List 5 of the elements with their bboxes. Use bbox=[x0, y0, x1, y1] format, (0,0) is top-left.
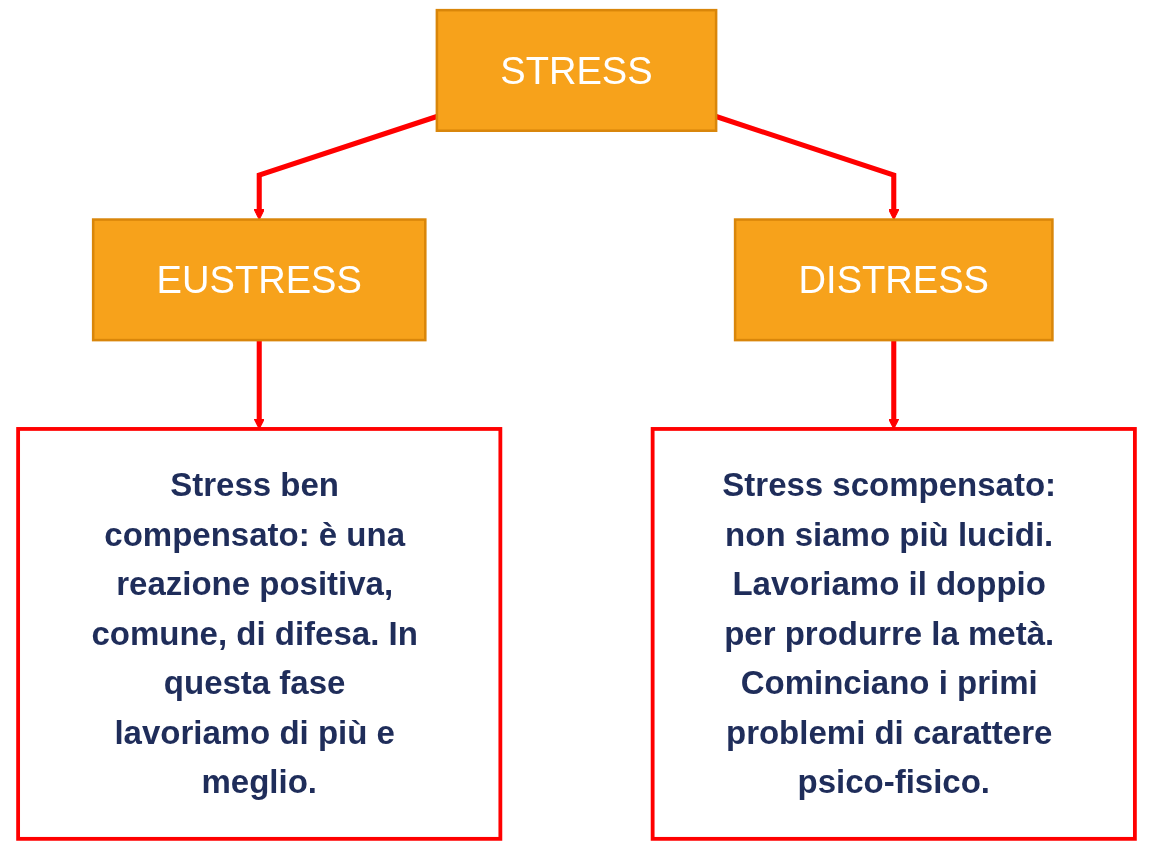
node-box: DISTRESS bbox=[733, 218, 1054, 342]
node-box: Stress scompensato: non siamo più lucidi. Lavoriamo il doppio per produrre la metà. Cominciano i primi problemi di carattere psico-fisico. bbox=[650, 427, 1137, 841]
node-box: Stress ben compensato: è una reazione positiva, comune, di difesa. In questa fase lavoriamo di più e meglio. bbox=[16, 427, 503, 841]
node-box: STRESS bbox=[435, 8, 718, 132]
node-box: EUSTRESS bbox=[91, 218, 427, 342]
